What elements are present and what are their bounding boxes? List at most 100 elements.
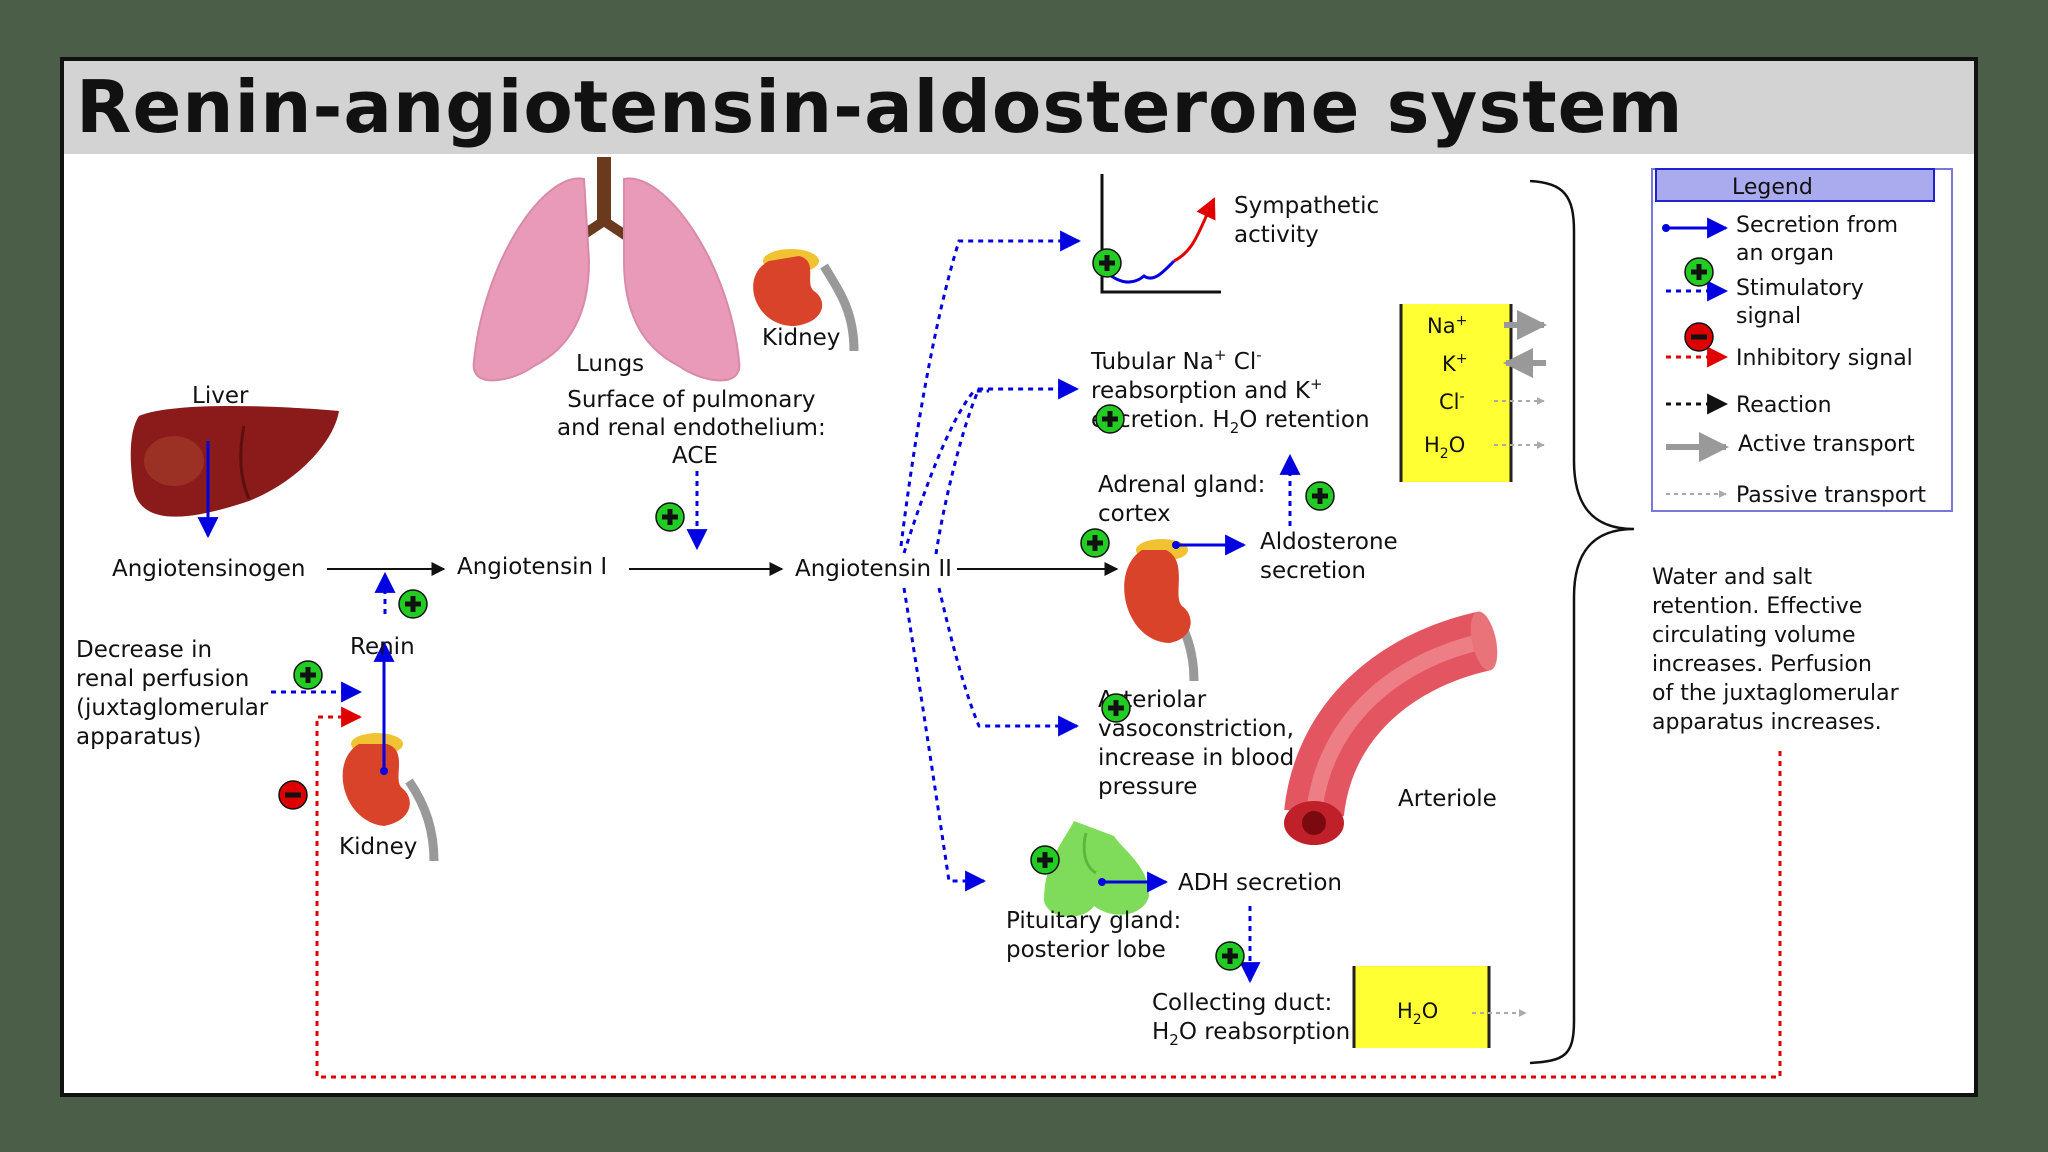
pituitary-illustration	[1044, 821, 1149, 917]
collecting-h2-sub: 2	[1169, 1031, 1179, 1049]
legend-stimulatory-line-1: Stimulatory	[1736, 276, 1864, 301]
collecting-line-2: H	[1152, 1019, 1169, 1045]
angiotensinogen-label: Angiotensinogen	[112, 556, 305, 582]
perfusion-line-1: Decrease in	[76, 637, 212, 663]
kidney-bottom-illustration	[342, 733, 439, 862]
pituitary-line-1: Pituitary gland:	[1006, 908, 1181, 934]
diagram-frame: Renin-angiotensin-aldosterone system Lun…	[60, 57, 1978, 1097]
signal-badges	[278, 248, 1714, 971]
renin-label: Renin	[350, 634, 415, 660]
outcome-line-4: increases. Perfusion	[1652, 652, 1872, 677]
perfusion-line-3: (juxtaglomerular	[76, 695, 269, 721]
tubular-cl: Cl	[1226, 349, 1256, 375]
summary-brace	[1529, 179, 1635, 1065]
aldosterone-line-1: Aldosterone	[1260, 529, 1398, 555]
ion-na: Na+	[1427, 313, 1467, 338]
legend-secretion-text: Secretion from an organ	[1736, 213, 1905, 266]
badge-tubular-plus	[1095, 404, 1125, 434]
outcome-line-2: retention. Effective	[1652, 594, 1862, 619]
ion-na-sup: +	[1456, 313, 1468, 329]
arteriolar-line-3: increase in blood	[1098, 745, 1294, 771]
raas-diagram: Lungs Kidney Liver Kidney Angiotensinoge…	[76, 157, 1953, 1079]
duct-h2o-sub: 2	[1413, 1012, 1422, 1028]
collecting-text: Collecting duct: H2O reabsorption	[1152, 990, 1350, 1049]
adrenal-kidney-illustration	[1124, 539, 1199, 682]
tubular-na-sup: +	[1214, 346, 1227, 364]
legend-inhibitory: Inhibitory signal	[1736, 346, 1913, 371]
legend-stimulatory-line-2: signal	[1736, 304, 1801, 329]
inhibitory-feedback-arrow	[315, 706, 1782, 1079]
ion-k: K+	[1442, 351, 1468, 376]
pituitary-text: Pituitary gland: posterior lobe	[1006, 908, 1189, 963]
perfusion-line-4: apparatus)	[76, 724, 202, 750]
tubular-line-1: Tubular Na	[1090, 349, 1214, 375]
angiotensin1-label: Angiotensin I	[457, 554, 607, 580]
aldosterone-text: Aldosterone secretion	[1260, 529, 1405, 584]
ion-h2o-sub: 2	[1440, 446, 1449, 462]
lungs-illustration	[472, 157, 741, 382]
badge-legend-minus	[1684, 322, 1714, 352]
arteriole-label: Arteriole	[1398, 786, 1497, 812]
adh-label: ADH secretion	[1178, 870, 1342, 896]
liver-illustration	[130, 406, 339, 517]
kidney-bottom-label: Kidney	[339, 834, 417, 860]
aldosterone-line-2: secretion	[1260, 558, 1366, 584]
badge-adrenal-plus	[1305, 481, 1335, 511]
legend-title: Legend	[1732, 175, 1813, 200]
arteriolar-line-4: pressure	[1098, 774, 1197, 800]
ion-k-sup: +	[1456, 351, 1468, 367]
ace-line-3: ACE	[672, 443, 718, 469]
collecting-reabsorption: O reabsorption	[1179, 1019, 1350, 1045]
badge-legend-plus	[1684, 257, 1714, 287]
ion-cl-label: Cl	[1439, 390, 1460, 414]
perfusion-text: Decrease in renal perfusion (juxtaglomer…	[76, 637, 276, 750]
ion-cl: Cl-	[1439, 389, 1465, 414]
outcome-line-1: Water and salt	[1652, 565, 1812, 590]
tubular-line-2: reabsorption and K	[1091, 378, 1311, 404]
legend-secretion-line-1: Secretion from	[1736, 213, 1898, 238]
badge-aldosterone-plus	[1080, 528, 1110, 558]
legend-stimulatory-text: Stimulatory signal	[1736, 276, 1871, 329]
tubular-k-sup: +	[1310, 375, 1323, 393]
ace-line-2: and renal endothelium:	[557, 415, 826, 441]
ion-h2o-o: O	[1449, 433, 1466, 457]
duct-h2o-h: H	[1397, 999, 1413, 1023]
title-bar: Renin-angiotensin-aldosterone system	[64, 61, 1974, 154]
badge-perfusion-plus	[293, 660, 323, 690]
outcome-line-5: of the juxtaglomerular	[1652, 681, 1900, 706]
legend-passive: Passive transport	[1736, 483, 1926, 508]
ace-line-1: Surface of pulmonary	[567, 387, 815, 413]
adrenal-line-1: Adrenal gland:	[1098, 472, 1265, 498]
ion-h2o: H2O	[1424, 433, 1465, 462]
arteriole-illustration	[1284, 611, 1498, 845]
tubular-h2-sub: 2	[1230, 419, 1240, 437]
sympathetic-graph	[1100, 174, 1221, 294]
ion-k-label: K	[1442, 352, 1457, 376]
duct-h2o: H2O	[1397, 999, 1438, 1028]
sympathetic-line-2: activity	[1234, 222, 1319, 248]
outcome-line-3: circulating volume	[1652, 623, 1856, 648]
angiotensin2-label: Angiotensin II	[795, 556, 952, 582]
page-title: Renin-angiotensin-aldosterone system	[76, 65, 1684, 149]
tubular-cl-sup: -	[1256, 346, 1261, 364]
legend-active: Active transport	[1738, 432, 1915, 457]
duct-h2o-box	[1352, 966, 1527, 1048]
collecting-line-1: Collecting duct:	[1152, 990, 1332, 1016]
badge-ace-plus	[655, 502, 685, 532]
outcome-line-6: apparatus increases.	[1652, 710, 1882, 735]
ion-cl-sup: -	[1460, 389, 1465, 405]
kidney-top-label: Kidney	[762, 325, 840, 351]
arteriolar-line-2: vasoconstriction,	[1098, 716, 1294, 742]
outcome-text: Water and salt retention. Effective circ…	[1652, 565, 1906, 735]
badge-sympathetic-plus	[1092, 248, 1122, 278]
lungs-label: Lungs	[576, 351, 644, 377]
adrenal-text: Adrenal gland: cortex	[1098, 472, 1273, 527]
ion-transport-box	[1399, 304, 1547, 482]
pituitary-line-2: posterior lobe	[1006, 937, 1166, 963]
sympathetic-text: Sympathetic activity	[1234, 193, 1386, 248]
badge-pituitary-plus	[1030, 845, 1060, 875]
legend-reaction: Reaction	[1736, 393, 1832, 418]
tubular-text: Tubular Na+ Cl- reabsorption and K+ excr…	[1090, 340, 1370, 437]
badge-feedback-minus	[278, 780, 308, 810]
tubular-retention: O retention	[1239, 407, 1369, 433]
